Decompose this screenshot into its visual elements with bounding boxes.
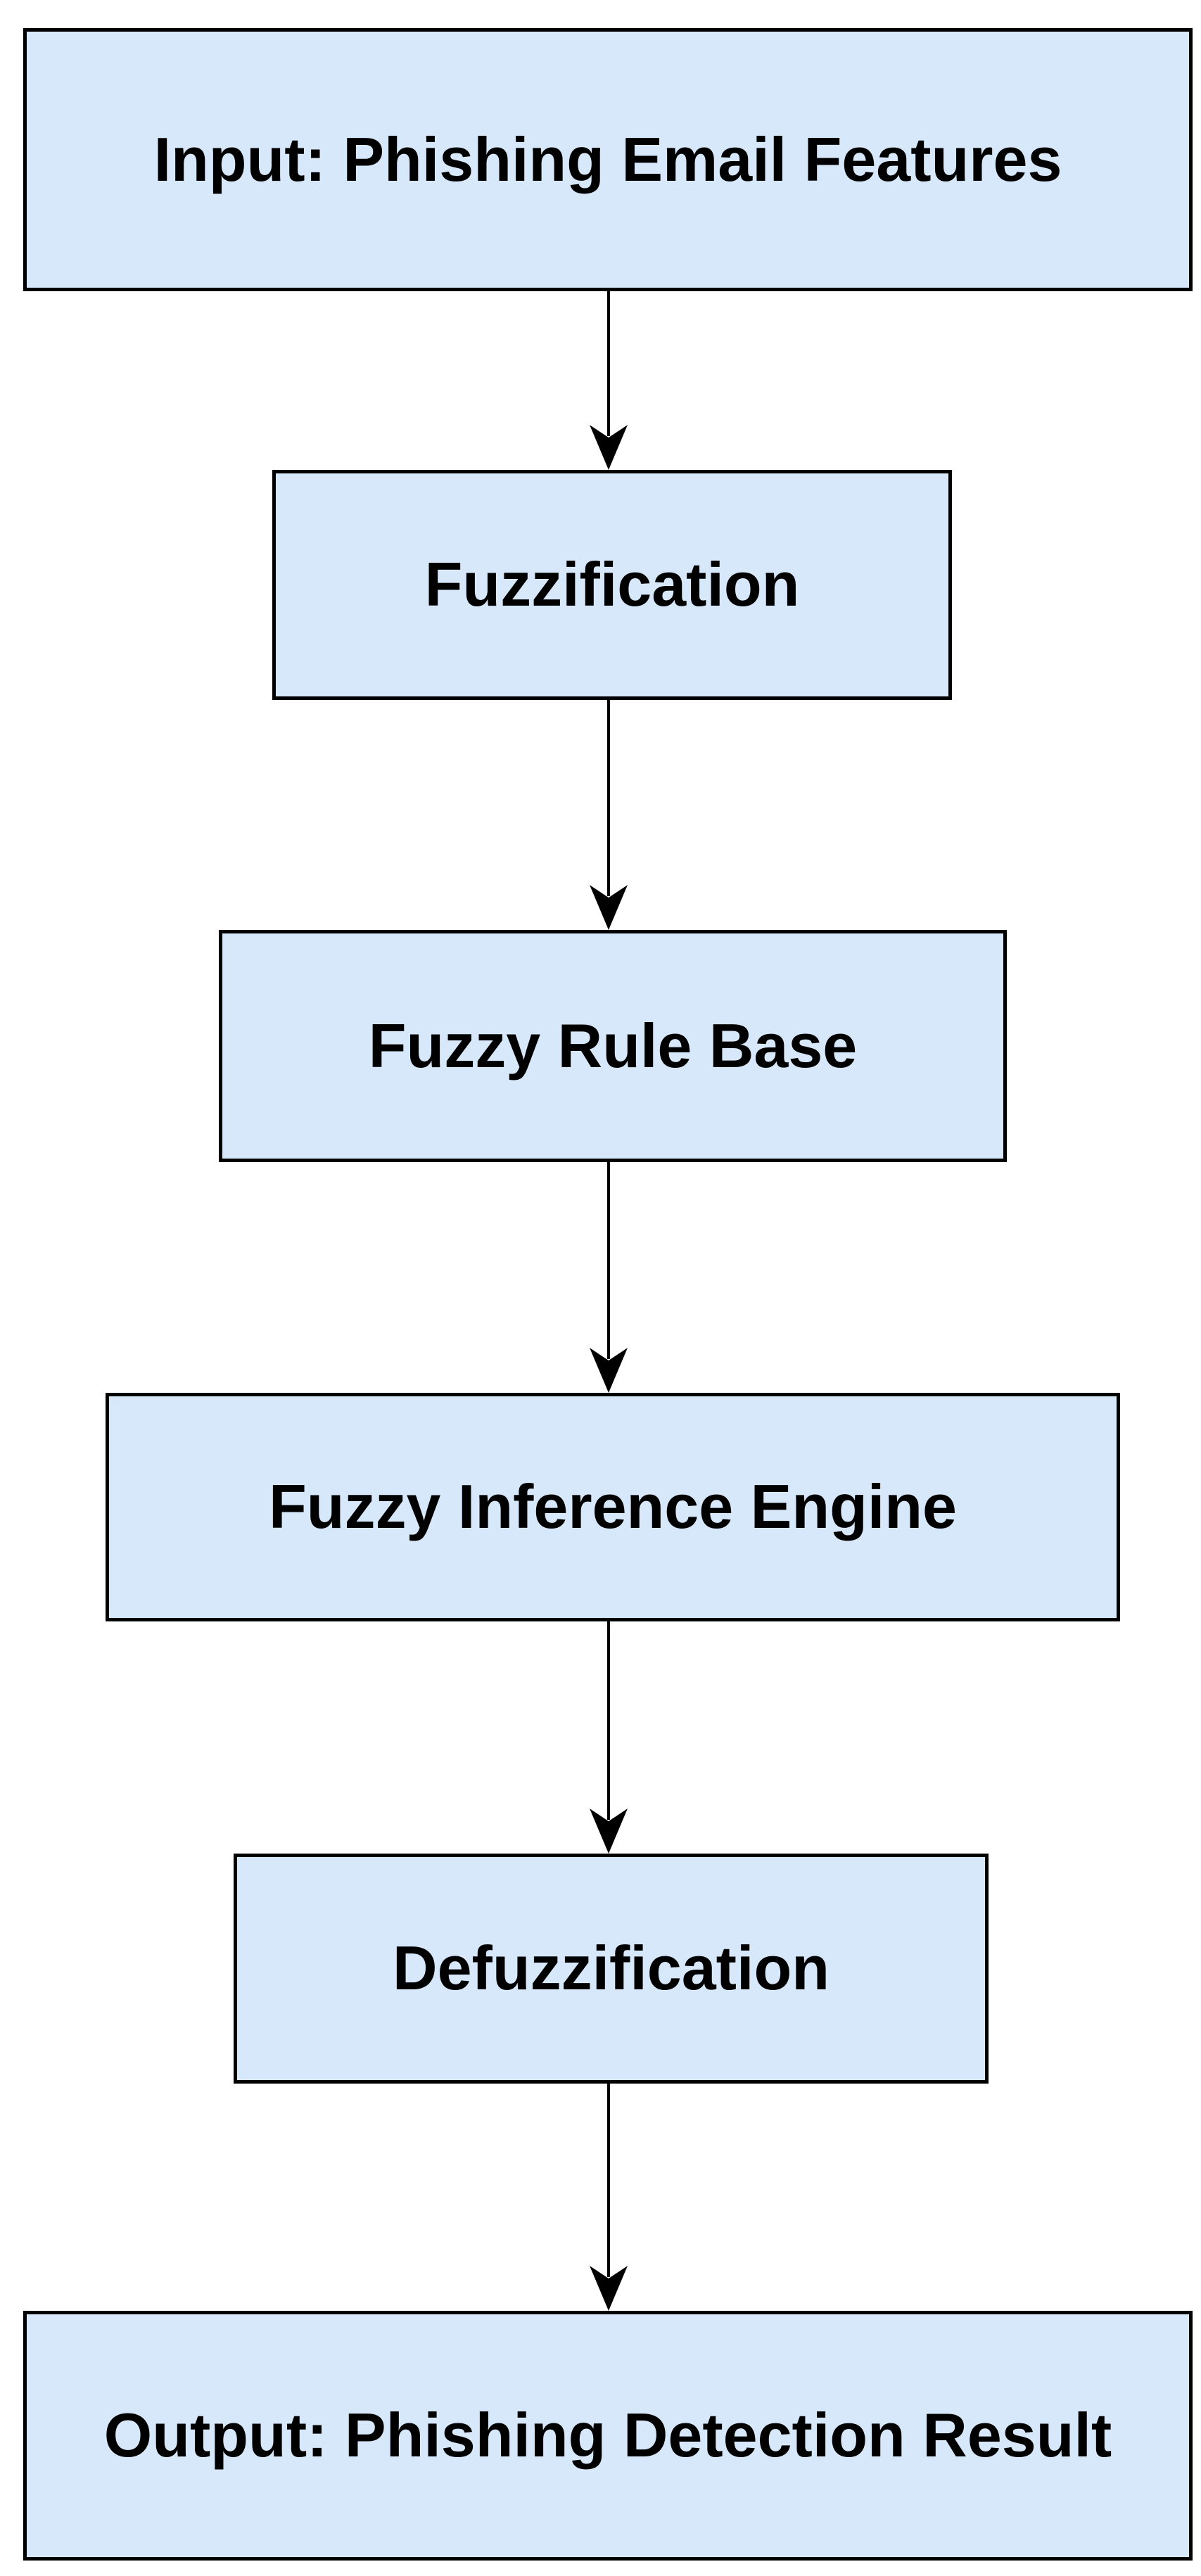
arrow-input-to-fuzzification bbox=[590, 291, 628, 470]
node-fuzzy-rule-base: Fuzzy Rule Base bbox=[219, 930, 1007, 1162]
node-label: Input: Phishing Email Features bbox=[153, 124, 1062, 194]
node-label: Fuzzy Rule Base bbox=[368, 1010, 858, 1080]
arrowhead-icon bbox=[590, 885, 628, 930]
node-output: Output: Phishing Detection Result bbox=[23, 2311, 1193, 2561]
arrow-defuzzification-to-output bbox=[590, 2084, 628, 2311]
node-label: Defuzzification bbox=[393, 1933, 830, 2003]
node-label: Fuzzification bbox=[424, 549, 800, 620]
node-label: Fuzzy Inference Engine bbox=[269, 1472, 957, 1542]
node-defuzzification: Defuzzification bbox=[234, 1854, 989, 2084]
arrow-inference-engine-to-defuzzification bbox=[590, 1621, 628, 1854]
node-input: Input: Phishing Email Features bbox=[23, 28, 1193, 291]
arrowhead-icon bbox=[590, 1809, 628, 1854]
node-label: Output: Phishing Detection Result bbox=[103, 2400, 1112, 2470]
arrow-rule-base-to-inference-engine bbox=[590, 1162, 628, 1393]
arrowhead-icon bbox=[590, 2266, 628, 2311]
arrowhead-icon bbox=[590, 1348, 628, 1393]
arrowhead-icon bbox=[590, 425, 628, 470]
node-fuzzification: Fuzzification bbox=[272, 470, 952, 700]
node-fuzzy-inference-engine: Fuzzy Inference Engine bbox=[106, 1393, 1120, 1621]
arrow-fuzzification-to-rule-base bbox=[590, 700, 628, 930]
